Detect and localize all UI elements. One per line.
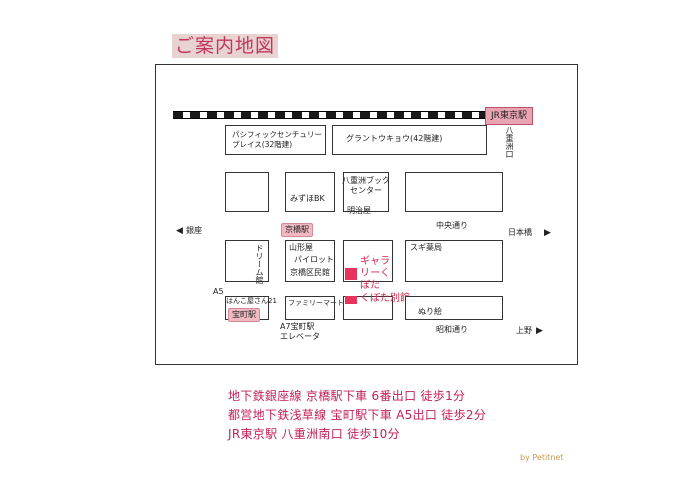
grand-tokyo-label: グラントウキョウ(42階建) bbox=[346, 134, 443, 143]
block-mizuho bbox=[285, 172, 335, 212]
block-grand-tokyo bbox=[332, 125, 487, 155]
block-right-upper bbox=[405, 172, 503, 212]
ueno-direction-label: 上野 bbox=[516, 326, 532, 335]
ginza-direction-label: 銀座 bbox=[186, 226, 202, 235]
access-line-2: 都営地下鉄浅草線 宝町駅下車 A5出口 徒歩2分 bbox=[228, 408, 487, 422]
sugi-pharmacy-label: スギ薬局 bbox=[410, 243, 442, 252]
railway-line bbox=[173, 111, 531, 119]
kyobashi-community-hall-label: 京橋区民館 bbox=[290, 268, 330, 277]
takaracho-station-badge: 宝町駅 bbox=[228, 308, 260, 322]
yaesu-book-center-label: 八重洲ブックセンター bbox=[342, 176, 390, 195]
block-kyobashi-hall bbox=[285, 240, 335, 282]
gallery-kubota-marker bbox=[345, 268, 357, 280]
dream-building-label: ドリーム館 bbox=[255, 244, 264, 284]
takaracho-elevator-label: A7宝町駅エレベータ bbox=[280, 322, 320, 341]
showa-dori-label: 昭和通り bbox=[436, 325, 468, 334]
yaesu-exit-label: 八重洲口 bbox=[505, 126, 514, 158]
credit-text: by Petitnet bbox=[520, 453, 564, 462]
yamagata-label: 山形屋 bbox=[289, 243, 313, 252]
meijiya-label: 明治屋 bbox=[347, 206, 371, 215]
ginza-direction-arrow: ◀ bbox=[176, 226, 183, 236]
kubota-annex-marker bbox=[345, 296, 357, 304]
gallery-kubota-label: ギャラリーくぼた bbox=[360, 256, 390, 291]
pilot-label: パイロット bbox=[294, 255, 334, 264]
access-line-1: 地下鉄銀座線 京橋駅下車 6番出口 徒歩1分 bbox=[228, 389, 466, 403]
block-family-mart bbox=[285, 296, 335, 320]
family-mart-label: ファミリーマート bbox=[288, 299, 344, 307]
nurie-label: ぬり絵 bbox=[418, 307, 442, 316]
map-title: ご案内地図 bbox=[172, 34, 278, 58]
nihonbashi-direction-arrow: ▶ bbox=[544, 228, 551, 238]
block-pacific bbox=[225, 125, 326, 155]
chuo-dori-label: 中央通り bbox=[436, 221, 468, 230]
mizuho-bank-label: みずほBK bbox=[290, 194, 325, 203]
jr-tokyo-station-label: JR東京駅 bbox=[485, 107, 533, 125]
nihonbashi-direction-label: 日本橋 bbox=[508, 228, 532, 237]
pacific-century-place-label: パシフィックセンチュリープレイス(32階建) bbox=[232, 130, 322, 149]
block-yaesu-book bbox=[343, 172, 389, 212]
block-nurie bbox=[405, 296, 503, 320]
exit-a5-label: A5 bbox=[213, 287, 224, 296]
block-sugi bbox=[405, 240, 503, 282]
block-left-upper bbox=[225, 172, 269, 212]
hanko-shop-label: はんこ屋さん21 bbox=[226, 297, 277, 305]
access-line-3: JR東京駅 八重洲南口 徒歩10分 bbox=[228, 427, 400, 441]
block-dream bbox=[225, 240, 269, 282]
ueno-direction-arrow: ▶ bbox=[536, 326, 543, 336]
kubota-annex-label: くぼた別館 bbox=[360, 293, 410, 304]
kyobashi-station-badge: 京橋駅 bbox=[281, 223, 313, 237]
